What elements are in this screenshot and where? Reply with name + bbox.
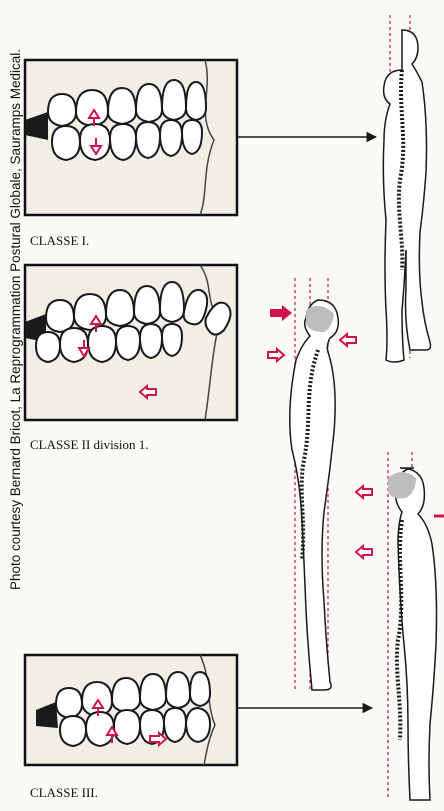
figure-upright bbox=[383, 15, 430, 362]
caption-classe-2: CLASSE II division 1. bbox=[30, 437, 148, 453]
panel-classe-2 bbox=[25, 265, 237, 420]
caption-classe-1: CLASSE I. bbox=[30, 233, 89, 249]
caption-classe-3: CLASSE III. bbox=[30, 785, 98, 801]
figure-backward-head bbox=[356, 452, 444, 800]
figure-forward-head bbox=[268, 278, 356, 692]
photo-credit: Photo courtesy Bernard Bricot, La Reprog… bbox=[8, 49, 23, 590]
panel-classe-1 bbox=[25, 60, 376, 215]
